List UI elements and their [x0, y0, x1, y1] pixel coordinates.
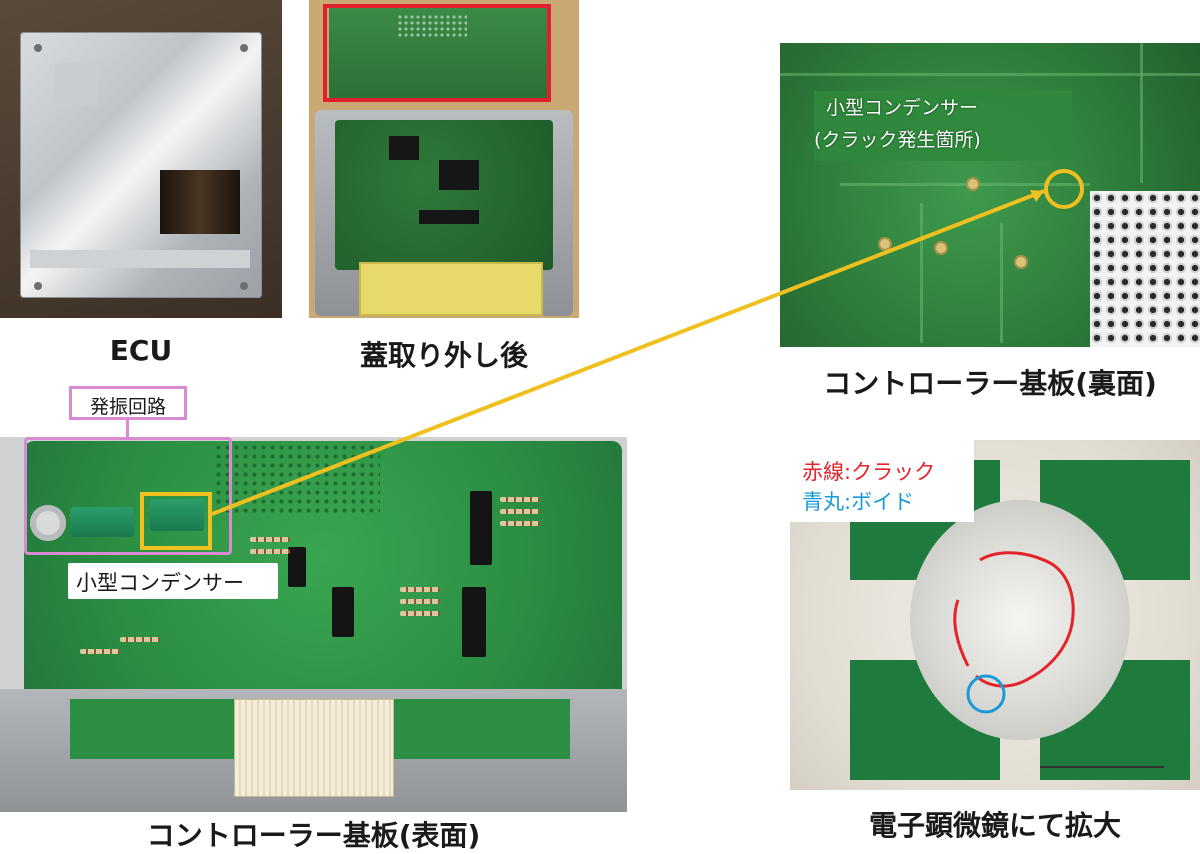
- ic-chip: [462, 587, 486, 657]
- resistor: [400, 611, 440, 616]
- caption-microscope: 電子顕微鏡にて拡大: [868, 809, 1121, 842]
- board-front-photo: [0, 437, 627, 812]
- oscillator-circuit-text: 発振回路: [89, 396, 166, 418]
- caption-lid-removed: 蓋取り外し後: [359, 339, 528, 372]
- front-callout-text: 小型コンデンサー: [76, 571, 244, 595]
- through-hole-grid: [1090, 191, 1200, 347]
- arrowhead-icon: [1030, 190, 1044, 202]
- lid-board-dot-grid: [397, 14, 467, 38]
- ecu-label-patch: [55, 62, 99, 106]
- legend-blue-circle: 青丸:ボイド: [802, 490, 915, 514]
- ecu-window: [160, 170, 240, 234]
- solder-pad: [1016, 257, 1026, 267]
- trace: [840, 183, 1090, 186]
- resistor: [120, 637, 160, 642]
- trace: [1140, 43, 1143, 183]
- small-capacitor: [150, 499, 204, 531]
- oscillator-circuit-label: 発振回路: [69, 386, 187, 420]
- resistor: [80, 649, 120, 654]
- caption-ecu: ECU: [109, 334, 173, 367]
- yellow-connector: [359, 262, 543, 316]
- crack-line: [953, 551, 1075, 688]
- front-callout: 小型コンデンサー: [68, 563, 278, 599]
- ic-chip: [470, 491, 492, 565]
- caption-board-front: コントローラー基板(表面): [146, 819, 481, 852]
- inner-board: [335, 120, 553, 270]
- board-back-photo: 小型コンデンサー (クラック発生箇所): [780, 43, 1200, 347]
- oscillator-label-connector: [126, 419, 129, 437]
- resistor: [250, 549, 290, 554]
- resistor: [500, 497, 540, 502]
- oscillator-circuit-highlight: [24, 437, 232, 555]
- mounting-nut: [30, 505, 66, 541]
- legend-red-line: 赤線:クラック: [802, 460, 936, 484]
- solder-pad: [936, 243, 946, 253]
- lid-removed-photo: [309, 0, 579, 318]
- resistor: [250, 537, 290, 542]
- screw-icon: [34, 282, 42, 290]
- ecu-strip: [30, 250, 250, 268]
- scale-bar: [1040, 766, 1164, 768]
- solder-pad: [880, 239, 890, 249]
- chip: [439, 160, 479, 190]
- lid-board-highlight: [323, 4, 551, 102]
- capacitor-module: [70, 507, 134, 537]
- resistor: [400, 587, 440, 592]
- ic-chip: [288, 547, 306, 587]
- ribbon-connector: [234, 699, 394, 797]
- screw-icon: [240, 44, 248, 52]
- trace: [780, 73, 1200, 76]
- microscope-legend: 赤線:クラック 青丸:ボイド: [790, 440, 974, 522]
- screw-icon: [240, 282, 248, 290]
- ecu-photo: [0, 0, 282, 318]
- caption-board-back: コントローラー基板(裏面): [823, 367, 1157, 400]
- crack-location-marker: [1044, 169, 1084, 209]
- trace: [1000, 223, 1003, 343]
- ic-chip: [332, 587, 354, 637]
- microscope-photo: 赤線:クラック 青丸:ボイド: [790, 440, 1200, 790]
- back-callout-bg: [814, 91, 1072, 161]
- resistor: [500, 521, 540, 526]
- chip: [389, 136, 419, 160]
- solder-joint: [910, 500, 1130, 740]
- small-capacitor-highlight: [140, 492, 212, 550]
- void-circle: [966, 674, 1006, 714]
- solder-pad: [968, 179, 978, 189]
- resistor: [500, 509, 540, 514]
- screw-icon: [34, 44, 42, 52]
- back-callout-crack: (クラック発生箇所): [814, 129, 981, 151]
- chip: [419, 210, 479, 224]
- resistor: [400, 599, 440, 604]
- leader-line-stroke: [211, 189, 1045, 516]
- trace: [920, 203, 923, 343]
- back-callout-title: 小型コンデンサー: [826, 97, 979, 119]
- crack-overlay: [953, 551, 1075, 714]
